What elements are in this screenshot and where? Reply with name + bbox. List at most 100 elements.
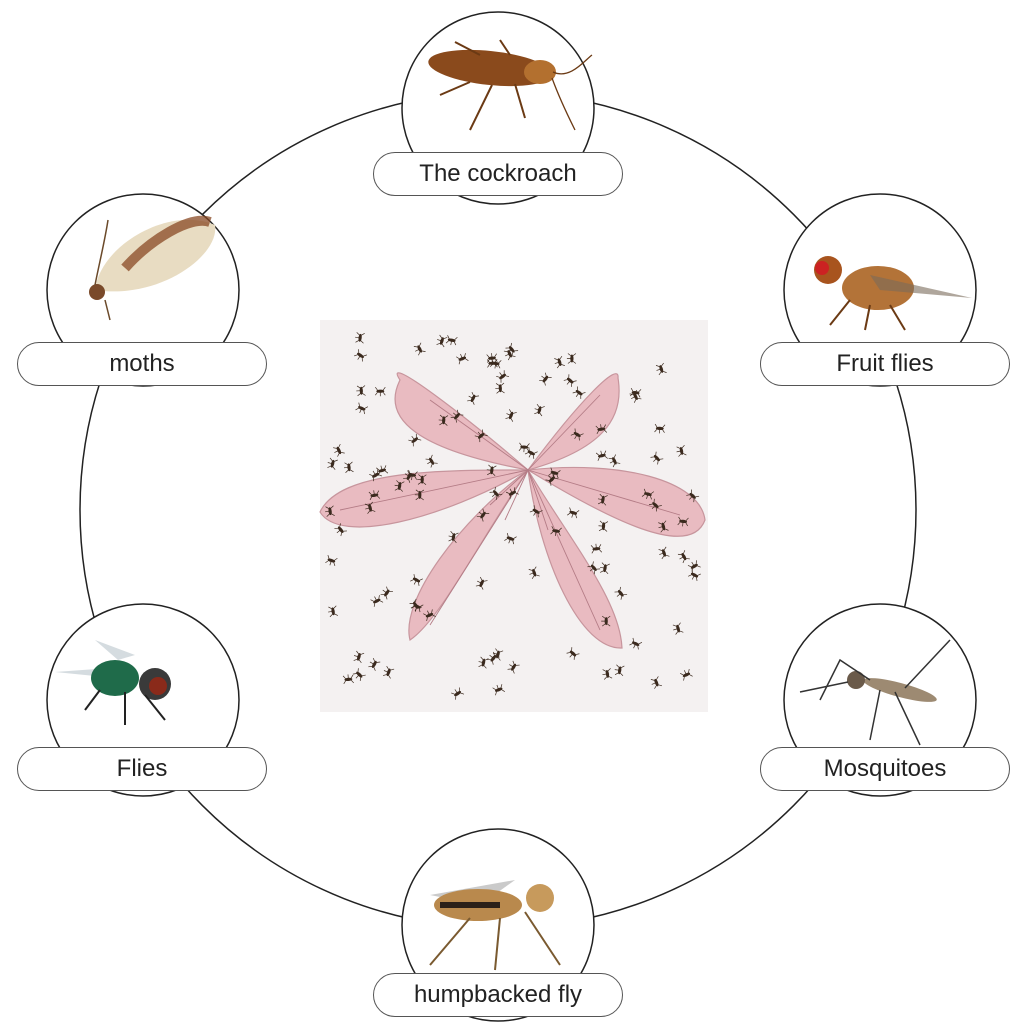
trapped-insect-icon (492, 684, 505, 696)
fruit-fly-icon (814, 256, 972, 331)
trapped-insect-icon (687, 560, 701, 573)
trapped-insect-icon (539, 372, 552, 386)
trapped-insect-icon (524, 446, 538, 459)
trapped-insect-icon (445, 335, 458, 346)
trapped-insect-icon (672, 622, 684, 635)
trapped-insect-icon (677, 516, 689, 527)
cockroach-icon (428, 39, 593, 131)
trapped-insect-icon (450, 409, 464, 423)
trapped-insect-icon (507, 660, 520, 674)
trapped-insect-icon (566, 353, 577, 364)
trapped-insect-icon (413, 342, 426, 356)
trapped-insect-icon (406, 470, 418, 481)
trapped-insect-icon (598, 520, 609, 532)
trapped-insect-icon (352, 668, 366, 681)
label-fruit-flies: Fruit flies (760, 342, 1010, 386)
trapped-insect-icon (376, 465, 389, 476)
label-mosquitoes: Mosquitoes (760, 747, 1010, 791)
trapped-insect-icon (451, 687, 465, 700)
trapped-insect-icon (394, 480, 405, 492)
trapped-insect-icon (545, 473, 559, 486)
trapped-insect-icon (629, 637, 643, 650)
trapped-insect-icon (408, 433, 422, 447)
trapped-insect-icon (370, 595, 384, 607)
trapped-insect-icon (356, 385, 366, 397)
trapped-insect-icon (650, 451, 664, 465)
trapped-insect-icon (409, 598, 422, 612)
flower-sticky-trap-icon (319, 320, 708, 712)
mosquito-icon (799, 639, 951, 746)
trapped-insect-icon (486, 358, 498, 368)
trapped-insect-icon (563, 374, 577, 387)
trapped-insect-icon (658, 520, 669, 533)
trapped-insect-icon (333, 443, 345, 457)
trapped-insect-icon (601, 615, 611, 627)
trapped-insect-icon (686, 489, 700, 503)
trapped-insect-icon (548, 467, 561, 479)
moth-icon (89, 215, 216, 321)
trapped-insect-icon (410, 574, 423, 586)
trapped-insect-icon (595, 424, 608, 435)
trapped-insect-icon (325, 505, 335, 517)
trapped-insect-icon (368, 490, 381, 501)
trapped-insect-icon (436, 334, 448, 348)
trapped-insect-icon (487, 651, 500, 665)
trapped-insect-icon (414, 489, 425, 501)
trapped-insect-icon (676, 444, 687, 457)
trapped-insect-icon (608, 454, 621, 468)
trapped-insect-icon (448, 531, 459, 543)
trapped-insect-icon (566, 647, 580, 660)
trapped-insect-icon (438, 414, 449, 426)
trapped-insect-icon (650, 676, 663, 689)
trapped-insect-icon (495, 382, 505, 394)
trapped-insect-icon (343, 461, 354, 473)
trapped-insect-icon (534, 403, 545, 417)
trapped-insect-icon (528, 566, 540, 579)
trapped-insect-icon (423, 609, 436, 622)
trapped-insect-icon (478, 656, 489, 669)
trapped-insect-icon (641, 488, 655, 500)
trapped-insect-icon (368, 657, 381, 671)
trapped-insect-icon (597, 493, 608, 506)
trapped-insect-icon (503, 347, 516, 361)
trapped-insect-icon (489, 486, 503, 500)
trapped-insect-icon (467, 391, 480, 405)
trapped-insect-icon (380, 586, 393, 600)
node-moths (46, 193, 240, 387)
trapped-insect-icon (505, 487, 519, 500)
trapped-insect-icon (629, 389, 642, 403)
trapped-insect-icon (614, 586, 628, 600)
trapped-insect-icon (518, 442, 530, 453)
trapped-insect-icon (475, 576, 488, 590)
label-moths: moths (17, 342, 267, 386)
trapped-insect-icon (334, 523, 347, 537)
trapped-insect-icon (587, 561, 601, 575)
trapped-insect-icon (504, 532, 517, 545)
trapped-insect-icon (505, 342, 519, 356)
trapped-insect-icon (474, 429, 488, 443)
trapped-insect-icon (417, 474, 427, 486)
trapped-insect-icon (550, 526, 562, 536)
trapped-insect-icon (648, 498, 662, 512)
trapped-insect-icon (654, 423, 666, 434)
trapped-insect-icon (355, 332, 365, 344)
trapped-insect-icon (602, 668, 613, 680)
trapped-insect-icon (353, 650, 365, 664)
housefly-icon (55, 640, 171, 725)
trapped-insect-icon (567, 507, 580, 519)
trapped-insect-icon (425, 454, 438, 468)
trapped-insect-icon (529, 505, 543, 518)
trapped-insect-icon (369, 469, 383, 482)
trapped-insect-icon (476, 508, 490, 522)
trapped-insect-icon (658, 546, 670, 560)
trapped-insect-icon (382, 666, 395, 679)
trapped-insect-icon (590, 543, 603, 554)
label-cockroach: The cockroach (373, 152, 623, 196)
trapped-insect-icon (505, 409, 517, 422)
trapped-insect-icon (614, 664, 625, 677)
trapped-insect-icon (688, 569, 701, 582)
trapped-insect-icon (600, 562, 610, 575)
trapped-insect-icon (456, 353, 469, 365)
trapped-insect-icon (355, 402, 369, 415)
trapped-insect-icon (680, 668, 693, 681)
